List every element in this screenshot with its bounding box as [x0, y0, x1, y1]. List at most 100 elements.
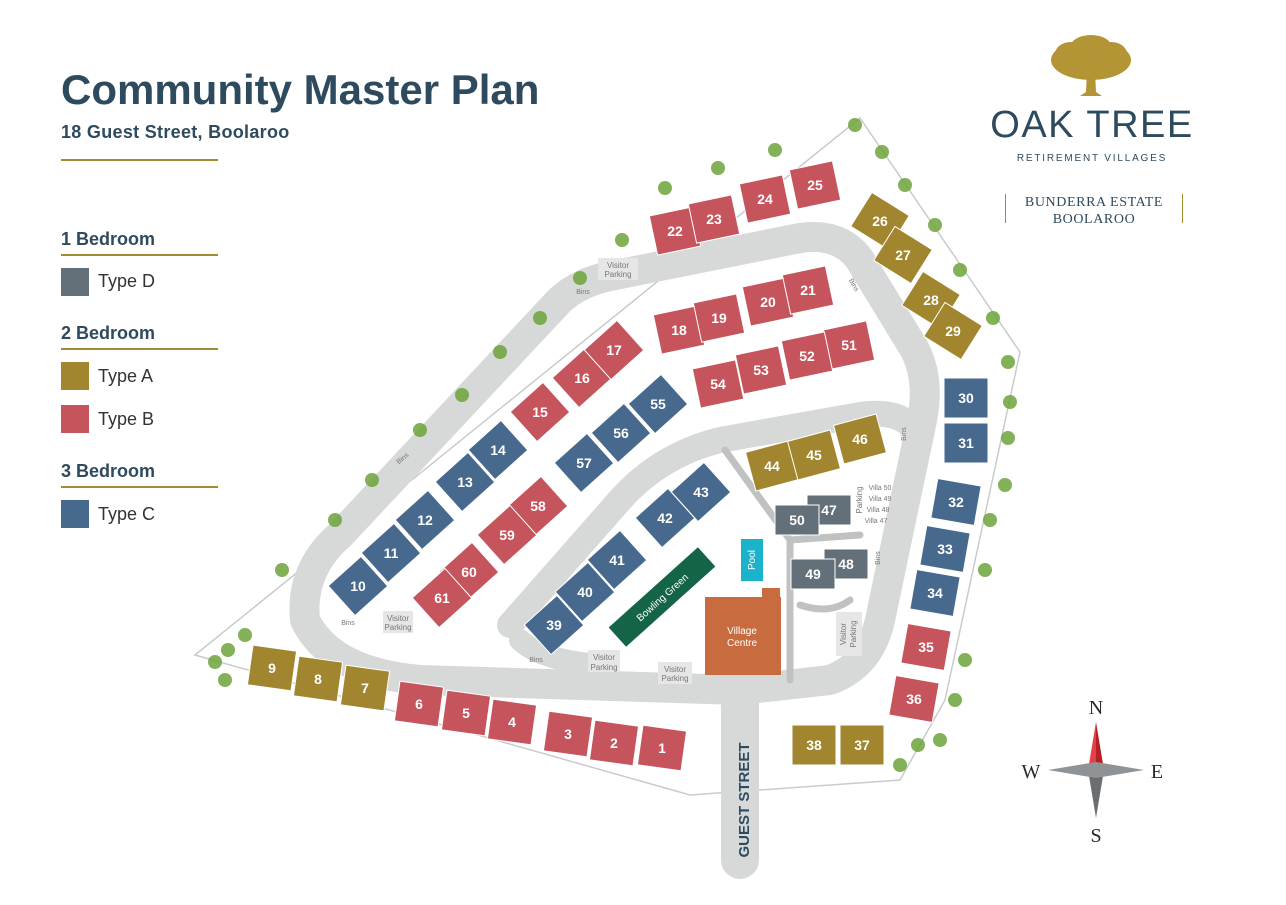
visitor-parking-label: Visitor	[593, 653, 615, 662]
unit-12[interactable]: 12	[394, 489, 456, 551]
unit-number: 47	[821, 502, 837, 518]
unit-45[interactable]: 45	[786, 429, 842, 481]
unit-61[interactable]: 61	[411, 567, 473, 629]
unit-1[interactable]: 1	[636, 724, 688, 772]
shrub-icon	[958, 653, 972, 667]
divider	[61, 486, 218, 488]
unit-10[interactable]: 10	[327, 555, 389, 617]
unit-number: 50	[789, 512, 805, 528]
unit-52[interactable]: 52	[780, 331, 834, 381]
bins-label: Bins	[875, 551, 882, 565]
unit-57[interactable]: 57	[553, 432, 615, 494]
pool	[741, 539, 763, 581]
unit-43[interactable]: 43	[670, 461, 732, 523]
unit-number: 49	[805, 566, 821, 582]
unit-24[interactable]: 24	[738, 174, 792, 224]
unit-35[interactable]: 35	[900, 622, 952, 672]
unit-29[interactable]: 29	[923, 301, 983, 361]
unit-number: 12	[417, 512, 433, 528]
unit-22[interactable]: 22	[648, 206, 702, 256]
unit-19[interactable]: 19	[692, 293, 746, 343]
unit-51[interactable]: 51	[822, 320, 876, 370]
unit-number: 16	[574, 370, 590, 386]
unit-36[interactable]: 36	[888, 674, 940, 724]
unit-number: 11	[384, 545, 399, 561]
unit-50[interactable]: 50	[774, 504, 820, 536]
unit-41[interactable]: 41	[586, 529, 648, 591]
unit-number: 61	[434, 590, 450, 606]
unit-number: 17	[606, 342, 622, 358]
unit-30[interactable]: 30	[943, 377, 989, 419]
unit-34[interactable]: 34	[909, 568, 961, 618]
unit-7[interactable]: 7	[339, 664, 391, 712]
unit-46[interactable]: 46	[832, 413, 888, 465]
unit-49[interactable]: 49	[790, 558, 836, 590]
unit-13[interactable]: 13	[434, 451, 496, 513]
legend-label-type-d: Type D	[98, 271, 156, 291]
unit-32[interactable]: 32	[930, 477, 982, 527]
unit-14[interactable]: 14	[467, 419, 529, 481]
unit-31[interactable]: 31	[943, 422, 989, 464]
dwelling-units: 1234567891011121314151617181920212223242…	[246, 160, 989, 772]
village-centre	[762, 588, 780, 608]
unit-block	[360, 522, 422, 584]
unit-40[interactable]: 40	[554, 561, 616, 623]
unit-2[interactable]: 2	[588, 719, 640, 767]
unit-53[interactable]: 53	[734, 345, 788, 395]
visitor-parking-label: Parking	[604, 270, 631, 279]
pool-label: Pool	[747, 550, 758, 570]
unit-number: 58	[530, 498, 546, 514]
unit-54[interactable]: 54	[691, 359, 745, 409]
unit-23[interactable]: 23	[687, 194, 741, 244]
bins-label: Bins	[341, 620, 355, 627]
unit-55[interactable]: 55	[627, 373, 689, 435]
unit-number: 26	[872, 213, 888, 229]
unit-block	[523, 594, 585, 656]
unit-37[interactable]: 37	[839, 724, 885, 766]
unit-number: 45	[806, 447, 822, 463]
unit-block	[393, 680, 445, 728]
unit-block	[670, 461, 732, 523]
shrub-icon	[986, 311, 1000, 325]
unit-38[interactable]: 38	[791, 724, 837, 766]
unit-18[interactable]: 18	[652, 305, 706, 355]
unit-39[interactable]: 39	[523, 594, 585, 656]
unit-59[interactable]: 59	[476, 504, 538, 566]
unit-number: 1	[658, 740, 666, 756]
unit-17[interactable]: 17	[583, 319, 645, 381]
unit-6[interactable]: 6	[393, 680, 445, 728]
unit-25[interactable]: 25	[788, 160, 842, 210]
legend-heading-2-bedroom: 2 Bedroom	[61, 323, 156, 343]
unit-9[interactable]: 9	[246, 644, 298, 692]
unit-3[interactable]: 3	[542, 710, 594, 758]
unit-number: 39	[546, 617, 562, 633]
unit-number: 44	[764, 458, 780, 474]
unit-5[interactable]: 5	[440, 689, 492, 737]
unit-4[interactable]: 4	[486, 698, 538, 746]
unit-8[interactable]: 8	[292, 655, 344, 703]
unit-block	[476, 504, 538, 566]
unit-block	[636, 724, 688, 772]
unit-11[interactable]: 11	[360, 522, 422, 584]
shrub-icon	[328, 513, 342, 527]
unit-block	[411, 567, 473, 629]
unit-block	[339, 664, 391, 712]
legend-heading-3-bedroom: 3 Bedroom	[61, 461, 156, 481]
unit-block	[839, 724, 885, 766]
unit-15[interactable]: 15	[509, 381, 571, 443]
unit-number: 8	[314, 671, 322, 687]
unit-33[interactable]: 33	[919, 524, 971, 574]
logo-tagline: RETIREMENT VILLAGES	[1016, 153, 1168, 164]
unit-number: 48	[838, 556, 854, 572]
unit-number: 36	[906, 691, 922, 707]
unit-56[interactable]: 56	[590, 402, 652, 464]
bins-label: Bins	[576, 289, 590, 296]
path-network	[721, 446, 864, 684]
villa-label: Villa 49	[869, 496, 892, 503]
bowling-green	[608, 547, 716, 647]
unit-block	[788, 160, 842, 210]
legend-swatch-type-a	[61, 362, 89, 390]
unit-27[interactable]: 27	[873, 225, 933, 285]
unit-21[interactable]: 21	[781, 265, 835, 315]
visitor-parking-label: Visitor	[839, 623, 848, 645]
